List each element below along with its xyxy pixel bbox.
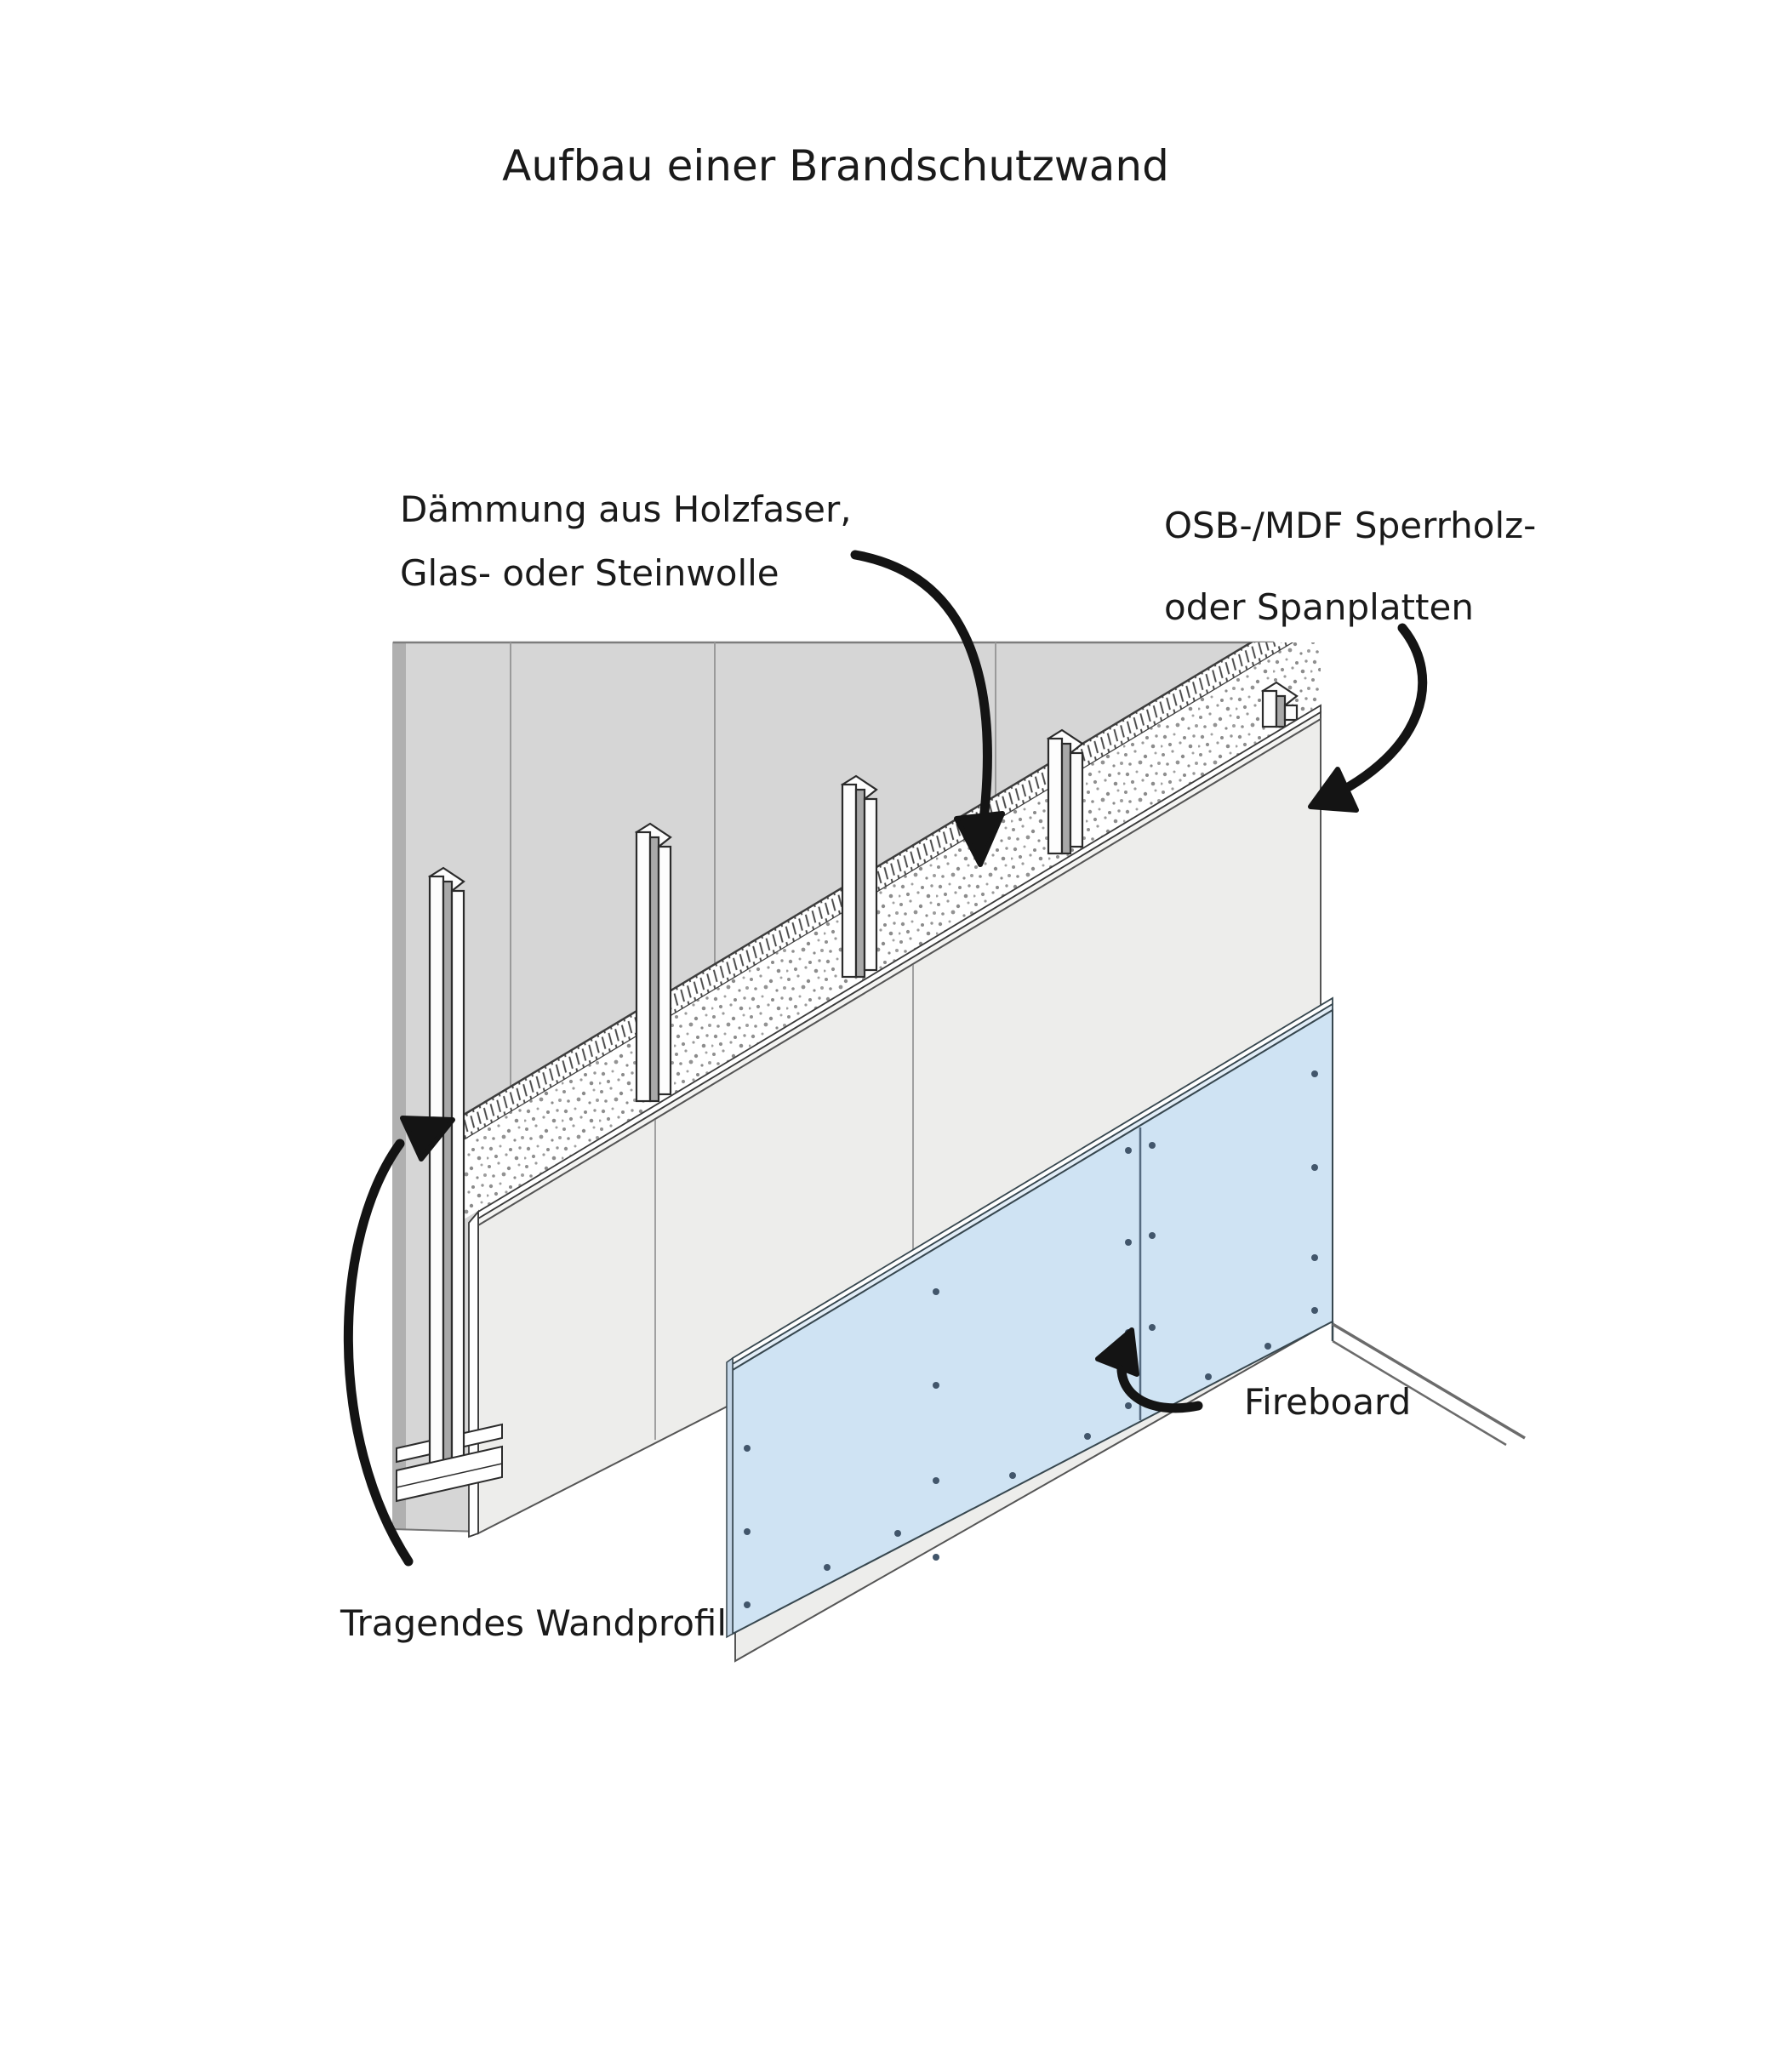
wall-studs: [634, 681, 1299, 1103]
floor-corner-lines: [1331, 1321, 1526, 1447]
floor-track-front: [396, 1445, 503, 1503]
sheathing-arrowhead-icon: [1308, 767, 1359, 813]
insulation-label-line1: Dämmung aus Holzfaser,: [400, 488, 852, 530]
back-wall-left-edge: [393, 642, 406, 1529]
insulation-label-line2: Glas- oder Steinwolle: [400, 552, 779, 594]
profile-label: Tragendes Wandprofil: [340, 1602, 727, 1644]
fireboard-arrowhead-icon: [1095, 1327, 1139, 1377]
insulation-label: Dämmung aus Holzfaser, Glas- oder Steinw…: [400, 488, 852, 594]
fireboard-label: Fireboard: [1244, 1381, 1411, 1423]
sheathing-label-line2: oder Spanplatten: [1164, 586, 1474, 628]
annotation-arrows: [343, 550, 1428, 1567]
profile-arrow: [343, 1139, 414, 1567]
sheathing-label: OSB-/MDF Sperrholz- oder Spanplatten: [1164, 505, 1536, 628]
wall-stud: [634, 822, 672, 1103]
wall-stud-front: [427, 866, 465, 1482]
wall-stud: [840, 774, 878, 979]
sheathing-arrow: [1319, 623, 1428, 805]
osb-left-edge: [468, 1209, 479, 1538]
front-stud-and-track: [396, 866, 503, 1503]
fireboard-screws: [744, 1070, 1318, 1608]
diagram-title: Aufbau einer Brandschutzwand: [502, 141, 1169, 191]
wall-floor-line: [392, 1528, 482, 1533]
insulation-arrow: [850, 550, 992, 852]
sheathing-label-line1: OSB-/MDF Sperrholz-: [1164, 505, 1536, 546]
insulation-arrowhead-icon: [954, 811, 1005, 867]
fireboard-layer: [726, 996, 1333, 1639]
back-wall-joint-lines: [510, 642, 996, 1087]
wall-stud: [1046, 728, 1084, 855]
fireboard-left-edge: [726, 1356, 734, 1639]
profile-arrowhead-icon: [400, 1116, 455, 1162]
wall-stud: [1260, 681, 1299, 728]
osb-joint-lines: [654, 965, 914, 1440]
